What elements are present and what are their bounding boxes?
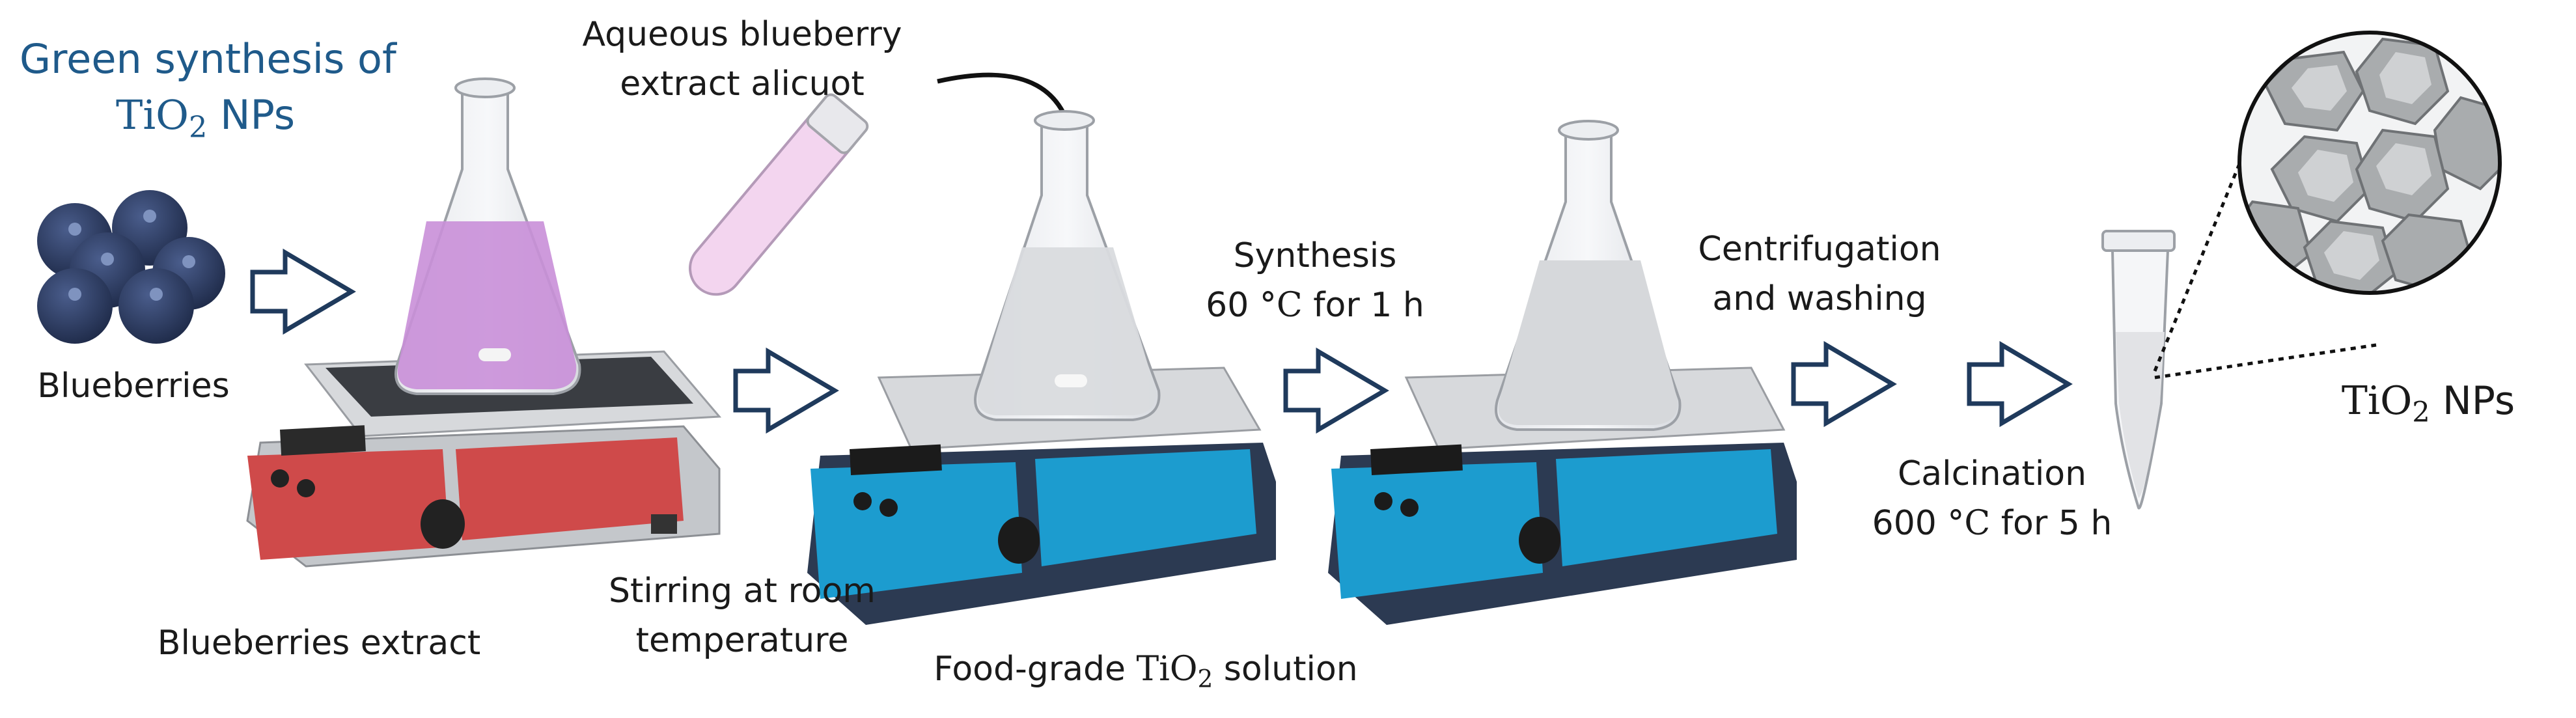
blueberries-cluster bbox=[37, 190, 225, 344]
flask-clear-1 bbox=[974, 110, 1161, 421]
label-calcination: Calcination 600 °C for 5 h bbox=[1872, 454, 2112, 543]
label-centrifugation: Centrifugation and washing bbox=[1698, 230, 1941, 318]
microcentrifuge-tube bbox=[2101, 230, 2176, 510]
process-arrow-1 bbox=[250, 248, 356, 335]
label-synthesis: Synthesis 60 °C for 1 h bbox=[1206, 236, 1424, 325]
title-line-1: Green synthesis of bbox=[20, 35, 396, 83]
diagram-title: Green synthesis of TiO2 NPs bbox=[20, 31, 396, 155]
nanoparticle-magnification bbox=[2237, 31, 2502, 295]
test-tube bbox=[689, 93, 869, 296]
hot-plate-blue-2 bbox=[1328, 366, 1797, 625]
label-blueberries-extract: Blueberries extract bbox=[157, 624, 481, 663]
label-blueberries: Blueberries bbox=[37, 366, 230, 406]
label-food-grade-solution: Food-grade TiO2 solution bbox=[934, 650, 1358, 693]
title-line-2: TiO2 NPs bbox=[116, 91, 296, 145]
process-arrow-3 bbox=[1283, 347, 1389, 434]
process-arrow-4 bbox=[1791, 340, 1897, 428]
label-aqueous-aliquot: Aqueous blueberry extract alicuot bbox=[582, 15, 902, 104]
label-stirring: Stirring at room temperature bbox=[609, 572, 876, 660]
process-arrow-2 bbox=[733, 347, 839, 434]
process-arrow-5 bbox=[1967, 340, 2073, 428]
label-tio2-nps: TiO2 NPs bbox=[2341, 378, 2515, 430]
flask-purple bbox=[395, 77, 581, 395]
flask-clear-2 bbox=[1495, 120, 1682, 431]
